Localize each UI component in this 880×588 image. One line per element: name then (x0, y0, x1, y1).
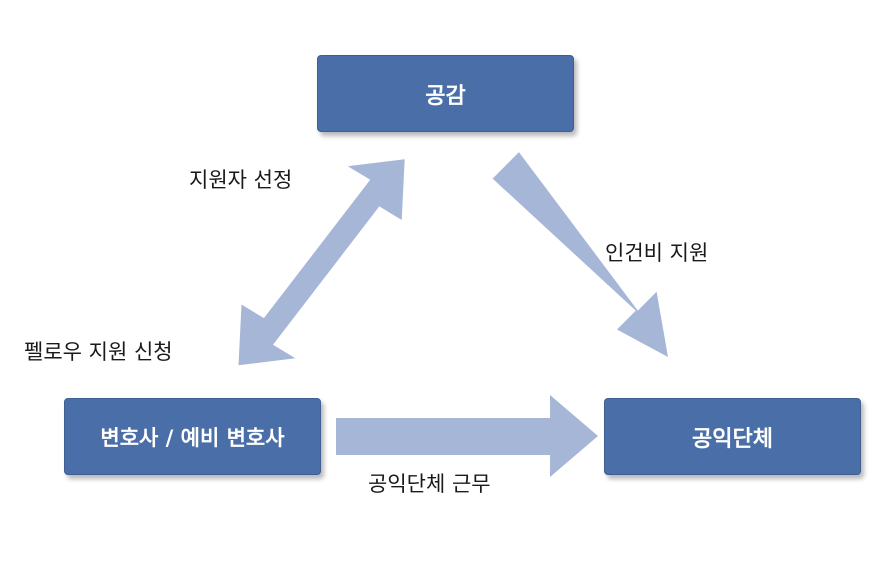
node-lawyer: 변호사 / 예비 변호사 (64, 398, 321, 475)
label-applicant-selection: 지원자 선정 (189, 168, 293, 192)
node-gonggam: 공감 (317, 55, 574, 132)
arrow-labor-support (492, 152, 668, 357)
label-labor-cost-support: 인건비 지원 (605, 241, 709, 265)
node-public-interest-org: 공익단체 (604, 398, 861, 475)
label-public-interest-work: 공익단체 근무 (368, 472, 491, 496)
double-arrow-apply-select (238, 159, 405, 366)
arrow-work (336, 395, 598, 477)
label-fellow-application: 펠로우 지원 신청 (24, 340, 173, 364)
